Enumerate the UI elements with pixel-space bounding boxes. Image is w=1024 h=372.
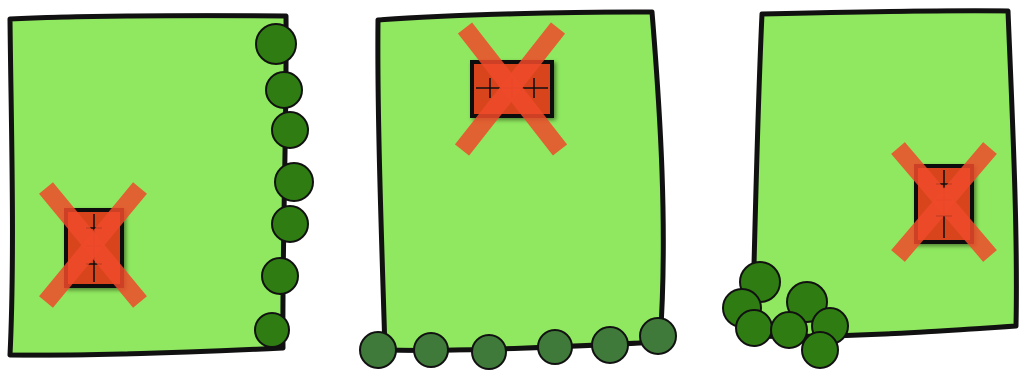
tree-icon: [414, 333, 448, 367]
tree-icon: [538, 330, 572, 364]
tree-icon: [360, 332, 396, 368]
panel-trees-clustered-corner: [723, 11, 1016, 368]
tree-icon: [262, 258, 298, 294]
tree-icon: [802, 332, 838, 368]
tree-icon: [272, 112, 308, 148]
tree-icon: [275, 163, 313, 201]
tree-icon: [592, 327, 628, 363]
tree-icon: [272, 206, 308, 242]
tree-icon: [736, 310, 772, 346]
panel-trees-bottom-edge: [360, 12, 676, 369]
tree-icon: [255, 313, 289, 347]
panel-trees-right-edge: [10, 16, 313, 356]
tree-icon: [256, 24, 296, 64]
tree-icon: [266, 72, 302, 108]
tree-icon: [771, 312, 807, 348]
tree-icon: [640, 318, 676, 354]
tree-icon: [472, 335, 506, 369]
